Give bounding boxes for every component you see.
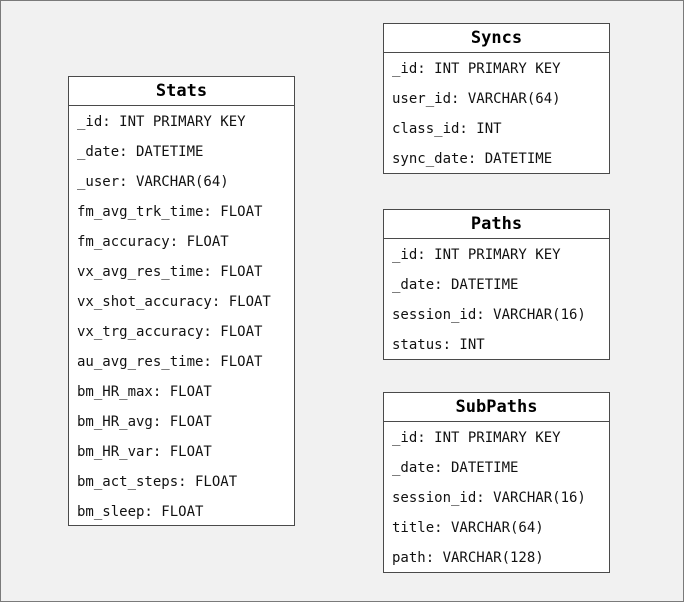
table-title: Paths xyxy=(384,210,609,239)
table-paths[interactable]: Paths _id: INT PRIMARY KEY _date: DATETI… xyxy=(383,209,610,360)
table-field: vx_avg_res_time: FLOAT xyxy=(77,264,263,280)
table-field: fm_accuracy: FLOAT xyxy=(77,234,229,250)
table-field: session_id: VARCHAR(16) xyxy=(392,307,586,323)
table-field: vx_shot_accuracy: FLOAT xyxy=(77,294,271,310)
table-field: _date: DATETIME xyxy=(77,144,204,160)
field-list: _id: INT PRIMARY KEY _date: DATETIME _us… xyxy=(69,106,294,527)
table-field: _id: INT PRIMARY KEY xyxy=(392,61,561,77)
table-field: _date: DATETIME xyxy=(392,277,519,293)
table-syncs[interactable]: Syncs _id: INT PRIMARY KEY user_id: VARC… xyxy=(383,23,610,174)
table-field: session_id: VARCHAR(16) xyxy=(392,490,586,506)
table-field: title: VARCHAR(64) xyxy=(392,520,544,536)
table-field: sync_date: DATETIME xyxy=(392,151,553,167)
table-field: fm_avg_trk_time: FLOAT xyxy=(77,204,263,220)
table-title: Syncs xyxy=(384,24,609,53)
table-field: bm_HR_var: FLOAT xyxy=(77,444,212,460)
field-list: _id: INT PRIMARY KEY _date: DATETIME ses… xyxy=(384,422,609,573)
field-list: _id: INT PRIMARY KEY _date: DATETIME ses… xyxy=(384,239,609,360)
table-field: _id: INT PRIMARY KEY xyxy=(392,430,561,446)
table-field: _date: DATETIME xyxy=(392,460,519,476)
table-field: _user: VARCHAR(64) xyxy=(77,174,229,190)
table-field: class_id: INT xyxy=(392,121,502,137)
table-field: _id: INT PRIMARY KEY xyxy=(392,247,561,263)
table-field: au_avg_res_time: FLOAT xyxy=(77,354,263,370)
table-field: _id: INT PRIMARY KEY xyxy=(77,114,246,130)
table-field: user_id: VARCHAR(64) xyxy=(392,91,561,107)
table-field: vx_trg_accuracy: FLOAT xyxy=(77,324,263,340)
table-field: status: INT xyxy=(392,337,485,353)
field-list: _id: INT PRIMARY KEY user_id: VARCHAR(64… xyxy=(384,53,609,174)
table-field: bm_sleep: FLOAT xyxy=(77,504,204,520)
table-title: Stats xyxy=(69,77,294,106)
table-stats[interactable]: Stats _id: INT PRIMARY KEY _date: DATETI… xyxy=(68,76,295,526)
table-title: SubPaths xyxy=(384,393,609,422)
table-field: bm_HR_avg: FLOAT xyxy=(77,414,212,430)
table-field: path: VARCHAR(128) xyxy=(392,550,544,566)
table-field: bm_HR_max: FLOAT xyxy=(77,384,212,400)
table-field: bm_act_steps: FLOAT xyxy=(77,474,238,490)
table-subpaths[interactable]: SubPaths _id: INT PRIMARY KEY _date: DAT… xyxy=(383,392,610,573)
